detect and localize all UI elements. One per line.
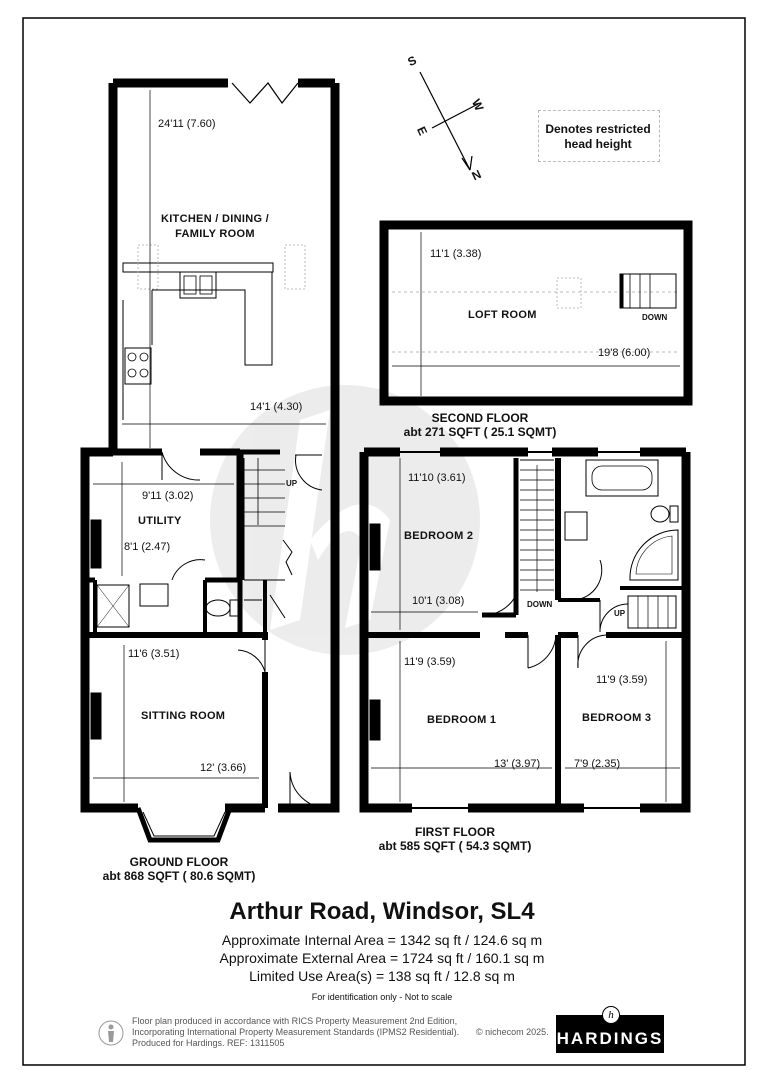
internal-area: Approximate Internal Area = 1342 sq ft /…	[221, 932, 543, 948]
hardings-logo-text: HARDINGS	[556, 1029, 664, 1048]
utility-length: 8'1 (2.47)	[124, 541, 171, 553]
legend-line-1: Denotes restricted	[545, 122, 651, 136]
first-stairs-down: DOWN	[527, 600, 553, 609]
kitchen-label-line-2: FAMILY ROOM	[175, 228, 255, 240]
sitting-length: 11'6 (3.51)	[128, 648, 180, 660]
kitchen-width: 14'1 (4.30)	[250, 401, 303, 413]
bedroom2-length: 11'10 (3.61)	[408, 472, 466, 484]
bedroom3-label: BEDROOM 3	[582, 712, 652, 724]
bedroom3-width: 7'9 (2.35)	[574, 758, 621, 770]
rics-footer: Floor plan produced in accordance with R…	[132, 1016, 552, 1049]
kitchen-length: 24'11 (7.60)	[158, 118, 216, 130]
disclaimer: For identification only - Not to scale	[311, 992, 453, 1002]
bedroom1-length: 11'9 (3.59)	[404, 656, 456, 668]
property-title: Arthur Road, Windsor, SL4	[229, 898, 535, 925]
bedroom1-label: BEDROOM 1	[427, 714, 497, 726]
legend-line-2: head height	[564, 137, 632, 151]
bedroom3-length: 11'9 (3.59)	[596, 674, 648, 686]
ground-floor-title: GROUND FLOOR	[129, 855, 229, 869]
bedroom2-label: BEDROOM 2	[404, 530, 474, 542]
second-floor-label: SECOND FLOOR abt 271 SQFT ( 25.1 SQMT)	[370, 411, 590, 439]
utility-label: UTILITY	[138, 515, 182, 527]
sitting-room-label: SITTING ROOM	[141, 710, 226, 722]
second-floor-plan	[379, 220, 693, 406]
second-floor-area: abt 271 SQFT ( 25.1 SQMT)	[403, 425, 557, 439]
ground-floor-area: abt 868 SQFT ( 80.6 SQMT)	[102, 869, 256, 883]
loft-length: 11'1 (3.38)	[430, 248, 482, 260]
external-area: Approximate External Area = 1724 sq ft /…	[219, 950, 545, 966]
loft-stairs-down: DOWN	[642, 313, 668, 322]
bedroom2-width: 10'1 (3.08)	[412, 595, 465, 607]
kitchen-label: KITCHEN / DINING / FAMILY ROOM	[135, 212, 295, 242]
page-border	[22, 17, 746, 1066]
compass-rose	[419, 71, 479, 171]
footer-line-3: Produced for Hardings. REF: 1311505	[132, 1038, 285, 1048]
first-stairs-up: UP	[614, 609, 626, 618]
ground-floor-label: GROUND FLOOR abt 868 SQFT ( 80.6 SQMT)	[60, 855, 298, 883]
sitting-width: 12' (3.66)	[200, 762, 247, 774]
first-floor-area: abt 585 SQFT ( 54.3 SQMT)	[378, 839, 532, 853]
person-icon	[98, 1020, 124, 1046]
footer-line-1: Floor plan produced in accordance with R…	[132, 1016, 458, 1026]
hardings-logo: h HARDINGS	[556, 1006, 664, 1053]
first-floor-title: FIRST FLOOR	[415, 825, 495, 839]
first-floor-label: FIRST FLOOR abt 585 SQFT ( 54.3 SQMT)	[350, 825, 560, 853]
restricted-height-legend: Denotes restricted head height	[538, 122, 658, 152]
utility-width: 9'11 (3.02)	[142, 490, 194, 502]
second-floor-title: SECOND FLOOR	[431, 411, 529, 425]
first-floor-plan	[359, 447, 691, 813]
limited-use-area: Limited Use Area(s) = 138 sq ft / 12.8 s…	[249, 968, 515, 984]
copyright: © nichecom 2025.	[476, 1027, 549, 1037]
hardings-logo-mark: h	[602, 1006, 620, 1024]
loft-room-label: LOFT ROOM	[468, 309, 537, 321]
bedroom1-width: 13' (3.97)	[494, 758, 541, 770]
ground-floor-plan	[80, 78, 340, 843]
loft-width: 19'8 (6.00)	[598, 347, 651, 359]
footer-line-2: Incorporating International Property Mea…	[132, 1027, 460, 1037]
ground-stairs-up: UP	[286, 479, 298, 488]
kitchen-label-line-1: KITCHEN / DINING /	[160, 213, 270, 225]
restricted-height-legend-box	[538, 110, 660, 162]
